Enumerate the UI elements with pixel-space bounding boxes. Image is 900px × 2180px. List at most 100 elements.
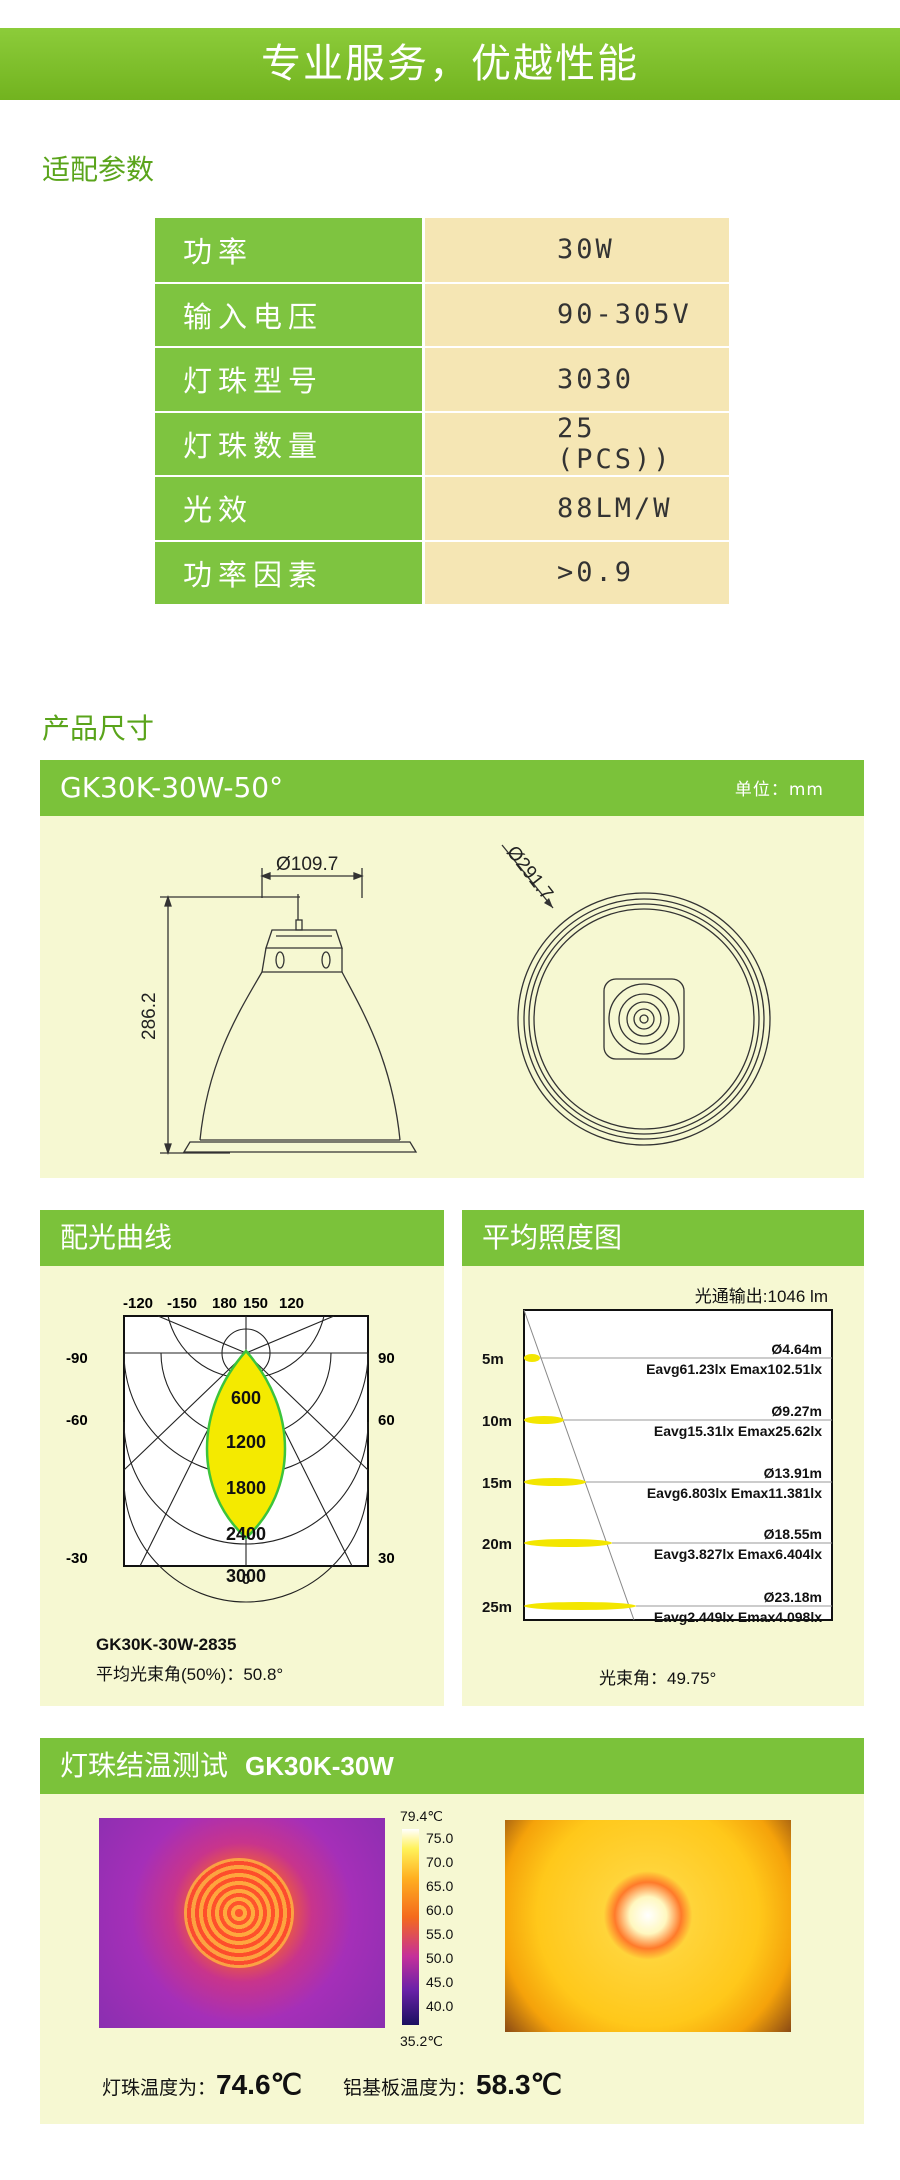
spec-label: 功率 [155, 218, 422, 284]
thermal-image [99, 1818, 385, 2028]
scale-tick: 50.0 [426, 1950, 454, 1966]
light-curve-header: 配光曲线 [40, 1210, 444, 1266]
polar-top-tick: -150 [167, 1295, 197, 1312]
scale-tick: 65.0 [426, 1878, 454, 1894]
scale-tick: 55.0 [426, 1926, 454, 1942]
polar-top-tick: -120 [123, 1295, 153, 1312]
banner: 专业服务，优越性能 [0, 28, 900, 100]
polar-top-tick: 120 [279, 1295, 304, 1312]
illum-beam-spot [524, 1354, 540, 1362]
scale-min: 35.2℃ [400, 2033, 443, 2049]
temperature-scale-bar [402, 1829, 419, 2025]
illum-distance: 10m [482, 1413, 512, 1430]
polar-ring-label: 600 [231, 1388, 261, 1408]
led-temp-value: 74.6℃ [216, 2069, 302, 2100]
illum-diameter: Ø9.27m [771, 1403, 822, 1419]
illum-beam-spot [524, 1478, 586, 1486]
illum-beam-spot [524, 1416, 564, 1424]
dimensions-section-title: 产品尺寸 [42, 712, 155, 745]
top-diameter-label: Ø109.7 [276, 854, 338, 875]
unit-label: 单位：mm [734, 780, 824, 800]
illum-distance: 25m [482, 1599, 512, 1616]
scale-max: 79.4℃ [400, 1808, 443, 1824]
light-curve-title: 配光曲线 [60, 1221, 173, 1254]
illum-stats: Eavg61.23lx Emax102.51lx [646, 1361, 822, 1377]
scale-tick: 60.0 [426, 1902, 454, 1918]
polar-ring-label: 2400 [226, 1524, 266, 1544]
illum-distance: 20m [482, 1536, 512, 1553]
illuminance-title: 平均照度图 [482, 1221, 623, 1254]
spec-label: 功率因素 [155, 540, 422, 606]
polar-left-tick: -30 [66, 1550, 88, 1567]
illum-diameter: Ø13.91m [764, 1465, 822, 1481]
polar-top-tick: 150 [243, 1295, 268, 1312]
spec-value: 25 (PCS)) [425, 411, 729, 477]
board-temp-label: 铝基板温度为：58.3℃ [343, 2069, 562, 2100]
thermal-title: 灯珠结温测试 [60, 1749, 229, 1782]
polar-ring-label: 1200 [226, 1432, 266, 1452]
illum-diameter: Ø18.55m [764, 1526, 822, 1542]
led-temp-label: 灯珠温度为：74.6℃ [102, 2069, 302, 2100]
model-title: GK30K-30W-50° [60, 771, 284, 804]
spec-row: 功率因素>0.9 [155, 540, 729, 606]
spec-label: 输入电压 [155, 282, 422, 348]
illum-stats: Eavg3.827lx Emax6.404lx [654, 1546, 822, 1562]
illum-beam-spot [524, 1539, 612, 1547]
illum-distance: 5m [482, 1351, 504, 1368]
scale-tick: 40.0 [426, 1998, 454, 2014]
polar-top-tick: 180 [212, 1295, 237, 1312]
beam-angle: 光束角：49.75° [599, 1669, 717, 1688]
scale-tick: 70.0 [426, 1854, 454, 1870]
curve-angle-caption: 平均光束角(50%)：50.8° [96, 1665, 284, 1684]
illum-stats: Eavg6.803lx Emax11.381lx [647, 1485, 822, 1501]
dimensions-panel-header: GK30K-30W-50° 单位：mm [40, 760, 864, 816]
polar-right-tick: 60 [378, 1412, 395, 1429]
illum-stats: Eavg2.449lx Emax4.098lx [654, 1609, 822, 1625]
spec-section-title: 适配参数 [42, 153, 155, 186]
height-label: 286.2 [139, 992, 160, 1040]
polar-diagram: -120 -150 180 150 120 -90 -60 -30 90 60 30 600 1200… [66, 1295, 395, 1603]
spec-label: 光效 [155, 476, 422, 542]
led-hotspot [184, 1858, 294, 1968]
dimensions-panel: GK30K-30W-50° 单位：mm Ø109.7 286.2 [40, 760, 864, 1178]
illum-diameter: Ø4.64m [771, 1341, 822, 1357]
thermal-header: 灯珠结温测试 GK30K-30W [40, 1738, 864, 1794]
polar-right-tick: 90 [378, 1350, 395, 1367]
light-curve-panel: 配光曲线 -120 -150 180 150 120 -90 -60 -30 90 60 30 60… [40, 1210, 444, 1706]
thermal-panel: 灯珠结温测试 GK30K-30W 79.4℃ 35.2℃ 75.0 70.0 65.… [40, 1738, 864, 2124]
polar-ring-label: 3000 [226, 1566, 266, 1586]
spec-value: 3030 [425, 347, 729, 413]
spec-label: 灯珠型号 [155, 347, 422, 413]
polar-bottom-tick: 0 [242, 1571, 250, 1588]
scale-tick: 75.0 [426, 1830, 454, 1846]
illum-diameter: Ø23.18m [764, 1589, 822, 1605]
illum-beam-spot [524, 1602, 636, 1610]
spec-value: 30W [425, 218, 729, 284]
illum-stats: Eavg15.31lx Emax25.62lx [654, 1423, 822, 1439]
polar-right-tick: 30 [378, 1550, 395, 1567]
board-temp-value: 58.3℃ [476, 2069, 562, 2100]
polar-ring-label: 1800 [226, 1478, 266, 1498]
scale-tick: 45.0 [426, 1974, 454, 1990]
dimension-drawing: Ø109.7 286.2 Ø291.7 [139, 842, 771, 1156]
flux-output: 光通输出:1046 lm [694, 1287, 828, 1306]
spec-value: 90-305V [425, 282, 729, 348]
polar-left-tick: -60 [66, 1412, 88, 1429]
thermal-model: GK30K-30W [245, 1751, 394, 1781]
outer-diameter-label: Ø291.7 [502, 842, 557, 904]
illuminance-header: 平均照度图 [462, 1210, 864, 1266]
lamp-photo [505, 1820, 791, 2032]
polar-left-tick: -90 [66, 1350, 88, 1367]
illum-distance: 15m [482, 1475, 512, 1492]
spec-value: 88LM/W [425, 476, 729, 542]
spec-label: 灯珠数量 [155, 411, 422, 477]
spec-value: >0.9 [425, 540, 729, 606]
